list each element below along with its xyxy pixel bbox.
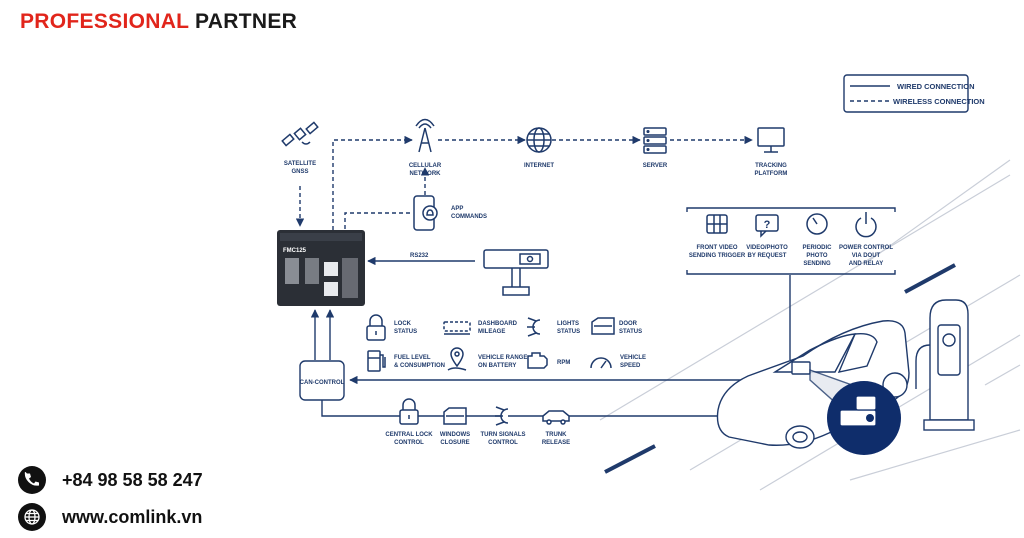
fuel-pump-icon bbox=[367, 350, 386, 372]
app-label-line1: APP bbox=[451, 206, 463, 212]
road-lane-marks bbox=[604, 263, 956, 474]
trunk-release-line1: TRUNK bbox=[546, 432, 568, 438]
device-model-label: FMC125 bbox=[283, 248, 307, 254]
brand-title-red: PROFESSIONAL bbox=[20, 10, 189, 33]
windows-closure-line1: WINDOWS bbox=[440, 432, 470, 438]
satellite-icon bbox=[281, 121, 319, 147]
periodic-label-line1: PERIODIC bbox=[802, 245, 832, 251]
monitor-icon bbox=[757, 127, 785, 153]
globe-icon bbox=[18, 503, 46, 531]
website-contact: www.comlink.vn bbox=[18, 503, 202, 531]
tracking-label-line2: PLATFORM bbox=[755, 171, 788, 177]
video-photo-label-line1: VIDEO/PHOTO bbox=[746, 245, 788, 251]
front-video-label-line2: SENDING TRIGGER bbox=[689, 253, 746, 259]
window-icon bbox=[443, 407, 467, 425]
power-icon bbox=[855, 212, 877, 238]
turn-signal-icon bbox=[495, 406, 509, 426]
lock-status-line1: LOCK bbox=[394, 321, 412, 327]
dashboard-mileage-line1: DASHBOARD bbox=[478, 321, 518, 327]
lights-status-line2: STATUS bbox=[557, 329, 580, 335]
video-photo-label-line2: BY REQUEST bbox=[748, 253, 787, 259]
door-status-line1: DOOR bbox=[619, 321, 638, 327]
phone-number[interactable]: +84 98 58 58 247 bbox=[62, 469, 203, 490]
phone-contact: +84 98 58 58 247 bbox=[18, 466, 203, 494]
dashcam-icon bbox=[483, 249, 549, 296]
smartphone-icon bbox=[413, 195, 438, 231]
can-control-box: CAN-CONTROL bbox=[299, 360, 345, 401]
range-pin-icon bbox=[447, 347, 467, 371]
satellite-label-line2: GNSS bbox=[291, 169, 308, 175]
legend: WIRED CONNECTION WIRELESS CONNECTION bbox=[843, 74, 985, 113]
headlight-icon bbox=[527, 317, 541, 337]
legend-wired-label: WIRED CONNECTION bbox=[897, 82, 975, 91]
engine-icon bbox=[527, 352, 548, 369]
rs232-label: RS232 bbox=[410, 253, 429, 259]
server-icon bbox=[643, 127, 667, 154]
power-label-line2: VIA DOUT bbox=[852, 253, 881, 259]
question-mark-glyph: ? bbox=[764, 219, 771, 231]
ev-charger-icon bbox=[915, 299, 975, 431]
website-link[interactable]: www.comlink.vn bbox=[62, 506, 203, 527]
periodic-label-line2: PHOTO bbox=[806, 253, 828, 259]
server-label: SERVER bbox=[643, 163, 668, 169]
brand-title-dark: PARTNER bbox=[195, 10, 298, 33]
lock-status-line2: STATUS bbox=[394, 329, 417, 335]
trunk-icon bbox=[542, 410, 570, 425]
tracker-device: FMC125 bbox=[277, 230, 365, 306]
door-status-line2: STATUS bbox=[619, 329, 642, 335]
can-control-label: CAN-CONTROL bbox=[300, 380, 345, 386]
globe-icon bbox=[526, 127, 552, 153]
padlock-icon bbox=[366, 314, 386, 341]
fuel-level-line2: & CONSUMPTION bbox=[394, 363, 445, 369]
question-bubble-icon bbox=[755, 214, 779, 238]
power-label-line3: AND RELAY bbox=[849, 261, 883, 267]
cellular-label-line2: NETWORK bbox=[410, 171, 442, 177]
windows-closure-line2: CLOSURE bbox=[440, 440, 469, 446]
cell-tower-icon bbox=[415, 118, 435, 153]
speedometer-icon bbox=[590, 357, 612, 369]
camera-zoom-circle bbox=[827, 381, 901, 455]
dashboard-mileage-line2: MILEAGE bbox=[478, 329, 505, 335]
internet-label: INTERNET bbox=[524, 163, 554, 169]
front-video-label-line1: FRONT VIDEO bbox=[696, 245, 737, 251]
central-lock-line1: CENTRAL LOCK bbox=[385, 432, 433, 438]
satellite-label-line1: SATELLITE bbox=[284, 161, 316, 167]
timer-icon bbox=[806, 213, 828, 235]
periodic-label-line3: SENDING bbox=[803, 261, 831, 267]
app-label-line2: COMMANDS bbox=[451, 214, 487, 220]
connections bbox=[295, 135, 800, 421]
turn-signals-line2: CONTROL bbox=[488, 440, 518, 446]
video-grid-icon bbox=[706, 214, 728, 234]
tracking-label-line1: TRACKING bbox=[755, 163, 787, 169]
legend-wireless-label: WIRELESS CONNECTION bbox=[893, 97, 985, 106]
odometer-icon bbox=[443, 321, 471, 335]
fuel-level-line1: FUEL LEVEL bbox=[394, 355, 431, 361]
vehicle-range-line2: ON BATTERY bbox=[478, 363, 516, 369]
lights-status-line1: LIGHTS bbox=[557, 321, 579, 327]
vehicle-range-line1: VEHICLE RANGE bbox=[478, 355, 527, 361]
brand-title: PROFESSIONAL PARTNER bbox=[20, 10, 297, 34]
power-label-line1: POWER CONTROL bbox=[839, 245, 893, 251]
turn-signals-line1: TURN SIGNALS bbox=[481, 432, 526, 438]
cellular-label-line1: CELLULAR bbox=[409, 163, 442, 169]
car-door-icon bbox=[591, 317, 615, 335]
central-lock-icon bbox=[399, 398, 419, 425]
rpm-label: RPM bbox=[557, 360, 570, 366]
phone-icon bbox=[18, 466, 46, 494]
camera-features-box: ? FRONT VIDEO SENDING TRIGGER VIDEO/PHOT… bbox=[686, 207, 896, 275]
vehicle-speed-line1: VEHICLE bbox=[620, 355, 646, 361]
vehicle-speed-line2: SPEED bbox=[620, 363, 641, 369]
trunk-release-line2: RELEASE bbox=[542, 440, 570, 446]
central-lock-line2: CONTROL bbox=[394, 440, 424, 446]
